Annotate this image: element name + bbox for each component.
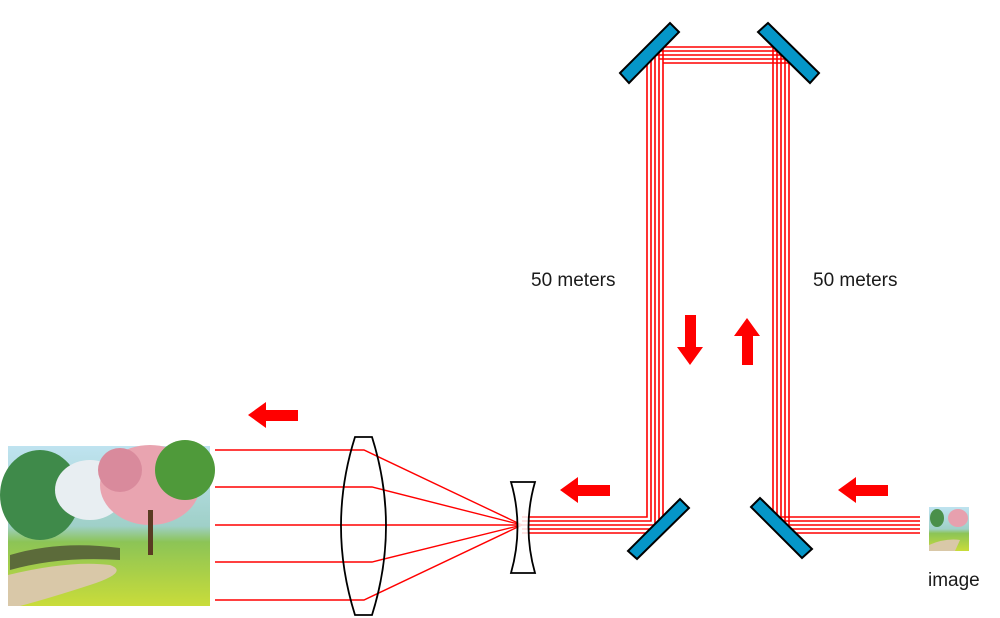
arrow-left-icon: [838, 477, 888, 503]
beam-ray: [647, 46, 920, 518]
arrow-left-icon: [248, 402, 298, 428]
convex-lens: [340, 436, 387, 616]
converging-ray: [215, 524, 523, 601]
beam-ray: [663, 62, 920, 534]
mirror-top-left: [618, 21, 681, 85]
converging-ray: [215, 486, 523, 526]
beam-ray: [659, 58, 920, 530]
beam-ray: [522, 63, 648, 518]
beam-ray: [522, 59, 652, 522]
distance-label-left: 50 meters: [531, 270, 616, 291]
converging-ray: [215, 524, 523, 563]
mirror-bottom-left: [626, 497, 691, 561]
arrow-down-icon: [677, 315, 703, 365]
mirror-bottom-right: [749, 496, 814, 560]
image-thumbnail: [929, 507, 969, 551]
beam-ray: [655, 54, 920, 526]
image-label: image: [928, 570, 980, 591]
arrow-left-icon: [560, 477, 610, 503]
beam-ray: [651, 50, 920, 522]
landscape-painting-object: [0, 440, 215, 606]
distance-label-right: 50 meters: [813, 270, 898, 291]
converging-ray: [215, 449, 523, 526]
laser-beams: [215, 46, 920, 601]
mirror-top-right: [756, 21, 821, 85]
arrow-up-icon: [734, 318, 760, 365]
concave-lens: [509, 481, 537, 574]
